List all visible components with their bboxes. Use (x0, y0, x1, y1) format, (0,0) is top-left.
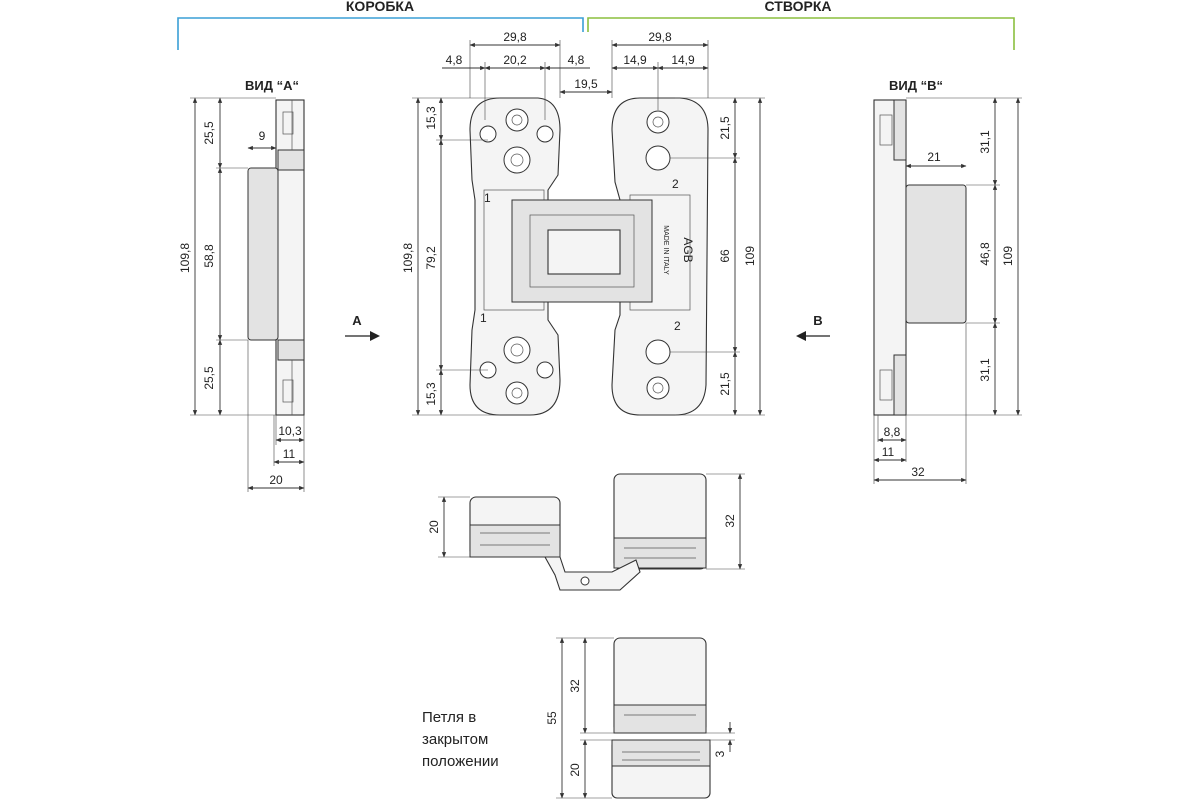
dim-a-9: 9 (259, 129, 266, 143)
caption-line3: положении (422, 753, 499, 770)
view-a-body (247, 167, 279, 341)
num2-top: 2 (672, 177, 679, 191)
dim-front-19-5: 19,5 (574, 77, 598, 91)
dim-front-21-5-bottom: 21,5 (718, 372, 732, 396)
dim-a-20: 20 (269, 473, 283, 487)
open-link-arm (544, 556, 641, 591)
arrow-a: A (345, 313, 380, 341)
right-bracket (587, 17, 1015, 50)
caption-line1: Петля в (422, 709, 476, 726)
dim-front-14-9-b: 14,9 (671, 53, 695, 67)
top-view-open: 20 32 (427, 473, 745, 591)
dim-front-29-8-right: 29,8 (648, 30, 672, 44)
dim-front-4-8-right: 4,8 (568, 53, 585, 67)
dim-front-109: 109 (743, 246, 757, 266)
dim-side-32: 32 (723, 514, 737, 528)
dim-b-21: 21 (927, 150, 941, 164)
dim-a-25-5-bottom: 25,5 (202, 366, 216, 390)
dim-front-20-2: 20,2 (503, 53, 527, 67)
arrow-b: B (796, 313, 830, 341)
dim-closed-20: 20 (568, 763, 582, 777)
dim-front-4-8-left: 4,8 (446, 53, 463, 67)
dim-b-8-8: 8,8 (884, 425, 901, 439)
arrow-b-label: B (813, 313, 822, 328)
dim-front-15-3-top: 15,3 (424, 106, 438, 130)
dim-front-29-8-left: 29,8 (503, 30, 527, 44)
num1-top: 1 (484, 191, 491, 205)
num2-bottom: 2 (674, 319, 681, 333)
dim-a-11: 11 (283, 447, 296, 461)
dim-a-58-8: 58,8 (202, 244, 216, 268)
made-in-text: MADE IN ITALY (662, 225, 669, 275)
dim-front-66: 66 (718, 249, 732, 263)
header-left: КОРОБКА (346, 0, 414, 14)
dim-b-32: 32 (911, 465, 925, 479)
view-a-title: ВИД “А“ (245, 78, 299, 93)
dim-b-31-1-top: 31,1 (978, 130, 992, 154)
view-a-block-bottom (277, 339, 305, 361)
dim-front-79-2: 79,2 (424, 246, 438, 270)
view-b-body (905, 184, 967, 324)
dim-closed-3: 3 (713, 750, 727, 757)
view-b-title: ВИД “В“ (889, 78, 943, 93)
view-a: ВИД “А“ 109,8 25,5 58,8 25,5 9 10,3 1 (178, 78, 305, 492)
dim-side-20: 20 (427, 520, 441, 534)
dim-front-21-5-top: 21,5 (718, 116, 732, 140)
view-a-plate (275, 99, 305, 416)
dim-b-109: 109 (1001, 246, 1015, 266)
view-b: ВИД “В“ 31,1 46,8 31,1 109 21 8,8 11 32 (873, 78, 1022, 484)
dim-a-10-3: 10,3 (278, 424, 302, 438)
arrow-a-label: A (352, 313, 362, 328)
header-right: СТВОРКА (765, 0, 832, 14)
right-leaf (611, 97, 709, 416)
caption-line2: закрытом (422, 731, 488, 748)
dim-front-14-9-a: 14,9 (623, 53, 647, 67)
dim-closed-55: 55 (545, 711, 559, 725)
logo-text: AGB (681, 237, 695, 262)
view-a-block-top (277, 149, 305, 171)
closed-view: 55 32 20 3 (545, 637, 735, 799)
dim-b-46-8: 46,8 (978, 242, 992, 266)
header-box-group: КОРОБКА СТВОРКА (177, 0, 1015, 50)
central-link (511, 199, 653, 303)
dim-front-15-3-bottom: 15,3 (424, 382, 438, 406)
dim-b-31-1-bottom: 31,1 (978, 358, 992, 382)
dim-a-109-8: 109,8 (178, 243, 192, 273)
dim-front-109-8: 109,8 (401, 243, 415, 273)
dim-a-25-5-top: 25,5 (202, 121, 216, 145)
dim-b-11: 11 (882, 445, 895, 459)
num1-bottom: 1 (480, 311, 487, 325)
front-view: 1 1 2 2 AGB MADE IN ITALY 29,8 20,2 4,8 (401, 30, 765, 416)
dim-closed-32: 32 (568, 679, 582, 693)
left-bracket (177, 17, 584, 50)
closed-caption: Петля в закрытом положении (422, 709, 499, 770)
